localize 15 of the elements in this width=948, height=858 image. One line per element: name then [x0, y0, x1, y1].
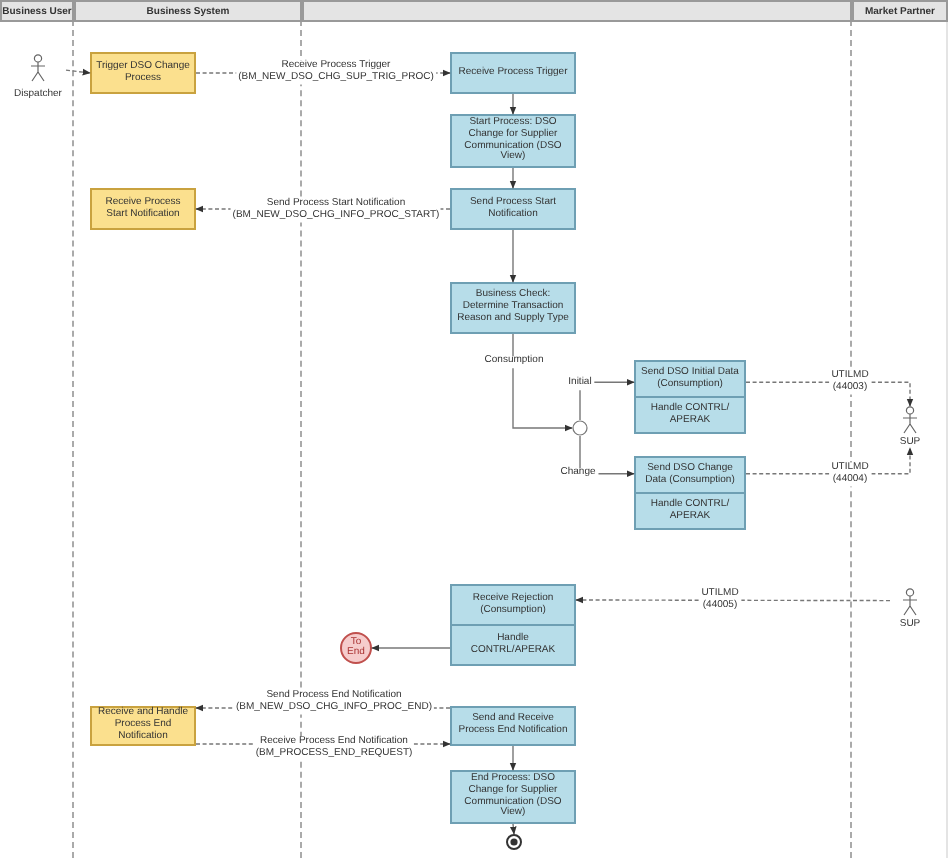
connector-arrow	[579, 378, 635, 421]
connector-arrow	[509, 745, 517, 771]
process-step-box	[634, 360, 746, 434]
connector-arrow	[371, 644, 451, 652]
connector-arrow	[745, 447, 914, 475]
connector-arrow	[509, 229, 517, 283]
process-step-box	[634, 456, 746, 530]
connector-arrow	[512, 333, 573, 432]
swimlane	[0, 0, 74, 858]
connector-arrow	[509, 167, 517, 189]
connector-arrow	[509, 93, 517, 115]
process-step-box	[450, 584, 576, 666]
connector-arrow	[65, 68, 91, 76]
connector-arrow	[509, 823, 517, 835]
connector-arrow	[575, 596, 891, 604]
